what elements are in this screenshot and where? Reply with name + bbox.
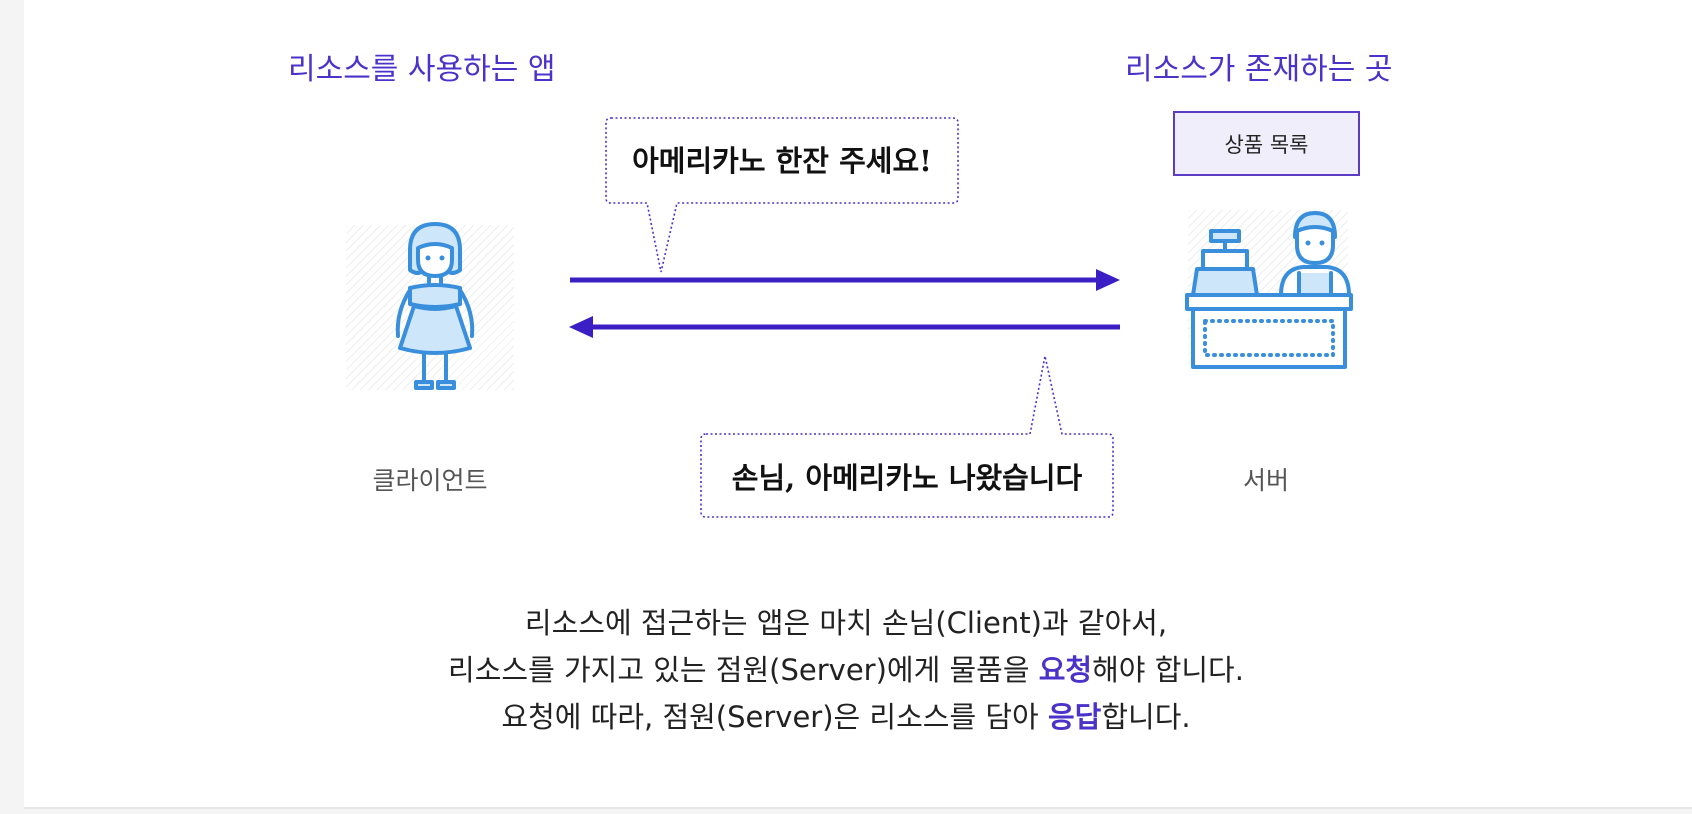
request-bubble — [605, 117, 959, 273]
response-bubble-text: 손님, 아메리카노 나왔습니다 — [731, 461, 1083, 495]
client-side-title: 리소스를 사용하는 앱 — [288, 52, 556, 87]
card-bottom-border — [24, 807, 1692, 809]
server-cashier-icon — [1185, 211, 1353, 369]
response-bubble — [700, 355, 1114, 518]
caption-line-3: 요청에 따라, 점원(Server)은 리소스를 담아 응답합니다. — [501, 700, 1191, 734]
client-label: 클라이언트 — [372, 466, 488, 495]
caption-line-2: 리소스를 가지고 있는 점원(Server)에게 물품을 요청해야 합니다. — [448, 653, 1244, 687]
request-bubble-text: 아메리카노 한잔 주세요! — [632, 144, 932, 178]
product-list-label: 상품 목록 — [1224, 132, 1309, 157]
client-woman-icon — [395, 222, 475, 390]
request-arrow — [570, 269, 1120, 291]
caption-line-1: 리소스에 접근하는 앱은 마치 손님(Client)과 같아서, — [524, 606, 1168, 640]
server-label: 서버 — [1242, 466, 1289, 495]
product-list-box: 상품 목록 — [1173, 111, 1360, 176]
response-keyword: 응답 — [1047, 700, 1102, 734]
request-keyword: 요청 — [1038, 653, 1093, 687]
server-side-title: 리소스가 존재하는 곳 — [1125, 52, 1393, 87]
diagram-caption: 리소스에 접근하는 앱은 마치 손님(Client)과 같아서, 리소스를 가지… — [300, 600, 1392, 741]
response-arrow — [569, 316, 1120, 338]
